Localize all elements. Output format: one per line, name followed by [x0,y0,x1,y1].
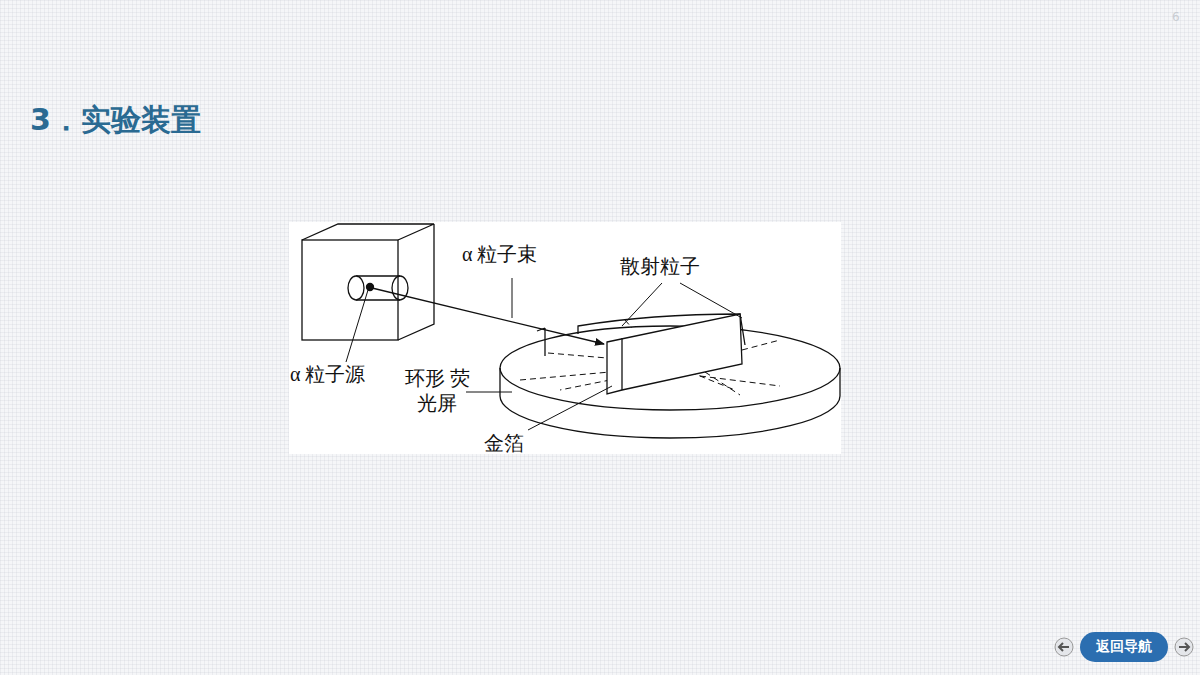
foil-label: 金箔 [484,431,524,456]
alpha-beam [372,288,604,344]
slide-title: 3．实验装置 [30,100,201,141]
source-label: α 粒子源 [290,362,365,387]
source-box [302,224,434,340]
figure-ground [289,222,841,454]
source-tube [348,276,408,300]
nav-arrows [1055,638,1193,656]
beam-label: α 粒子束 [462,242,537,267]
page-number: 6 [1172,10,1180,25]
screen-label: 环形 荧光屏 [404,366,470,416]
button-text: 返回导航 [1096,638,1152,656]
nav-button: 返回导航 [1080,632,1168,662]
leader-lines [346,278,742,430]
scatter-label: 散射粒子 [620,254,700,279]
gold-foil [607,314,742,394]
